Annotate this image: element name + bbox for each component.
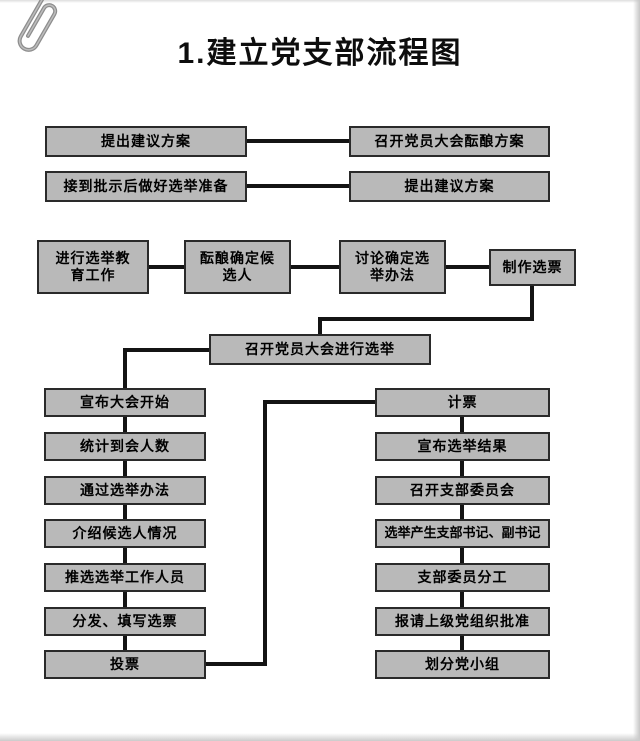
paper-edge-bottom (0, 733, 640, 741)
node-committee-division-of-work: 支部委员分工 (375, 563, 550, 592)
page-title: 1.建立党支部流程图 (177, 37, 463, 70)
node-report-to-higher-org: 报请上级党组织批准 (375, 607, 550, 636)
node-elect-secretary-deputy: 选举产生支部书记、副书记 (375, 519, 550, 548)
node-discuss-election-method: 讨论确定选 举办法 (339, 240, 446, 294)
node-distribute-fill-ballots: 分发、填写选票 (44, 607, 206, 636)
node-count-attendees: 统计到会人数 (44, 432, 206, 461)
node-convene-meeting-brew-plan: 召开党员大会酝酿方案 (349, 126, 550, 157)
node-determine-candidates: 酝酿确定候 选人 (184, 240, 291, 294)
node-convene-branch-committee: 召开支部委员会 (375, 476, 550, 505)
node-convene-election-meeting: 召开党员大会进行选举 (209, 334, 431, 365)
node-propose-plan: 提出建议方案 (45, 126, 247, 157)
paper-edge-top (0, 0, 640, 3)
node-election-education: 进行选举教 育工作 (37, 240, 149, 294)
node-make-ballots: 制作选票 (489, 249, 576, 286)
node-prepare-election-after-approval: 接到批示后做好选举准备 (45, 171, 247, 202)
node-propose-plan-2: 提出建议方案 (349, 171, 550, 202)
node-announce-opening: 宣布大会开始 (44, 388, 206, 417)
node-divide-party-groups: 划分党小组 (375, 650, 550, 679)
paper-edge-right (633, 0, 640, 741)
node-count-votes: 计票 (375, 388, 550, 417)
node-vote: 投票 (44, 650, 206, 679)
paperclip-icon (17, 0, 58, 52)
node-elect-election-staff: 推选选举工作人员 (44, 563, 206, 592)
node-announce-results: 宣布选举结果 (375, 432, 550, 461)
node-introduce-candidates: 介绍候选人情况 (44, 519, 206, 548)
node-adopt-election-method: 通过选举办法 (44, 476, 206, 505)
